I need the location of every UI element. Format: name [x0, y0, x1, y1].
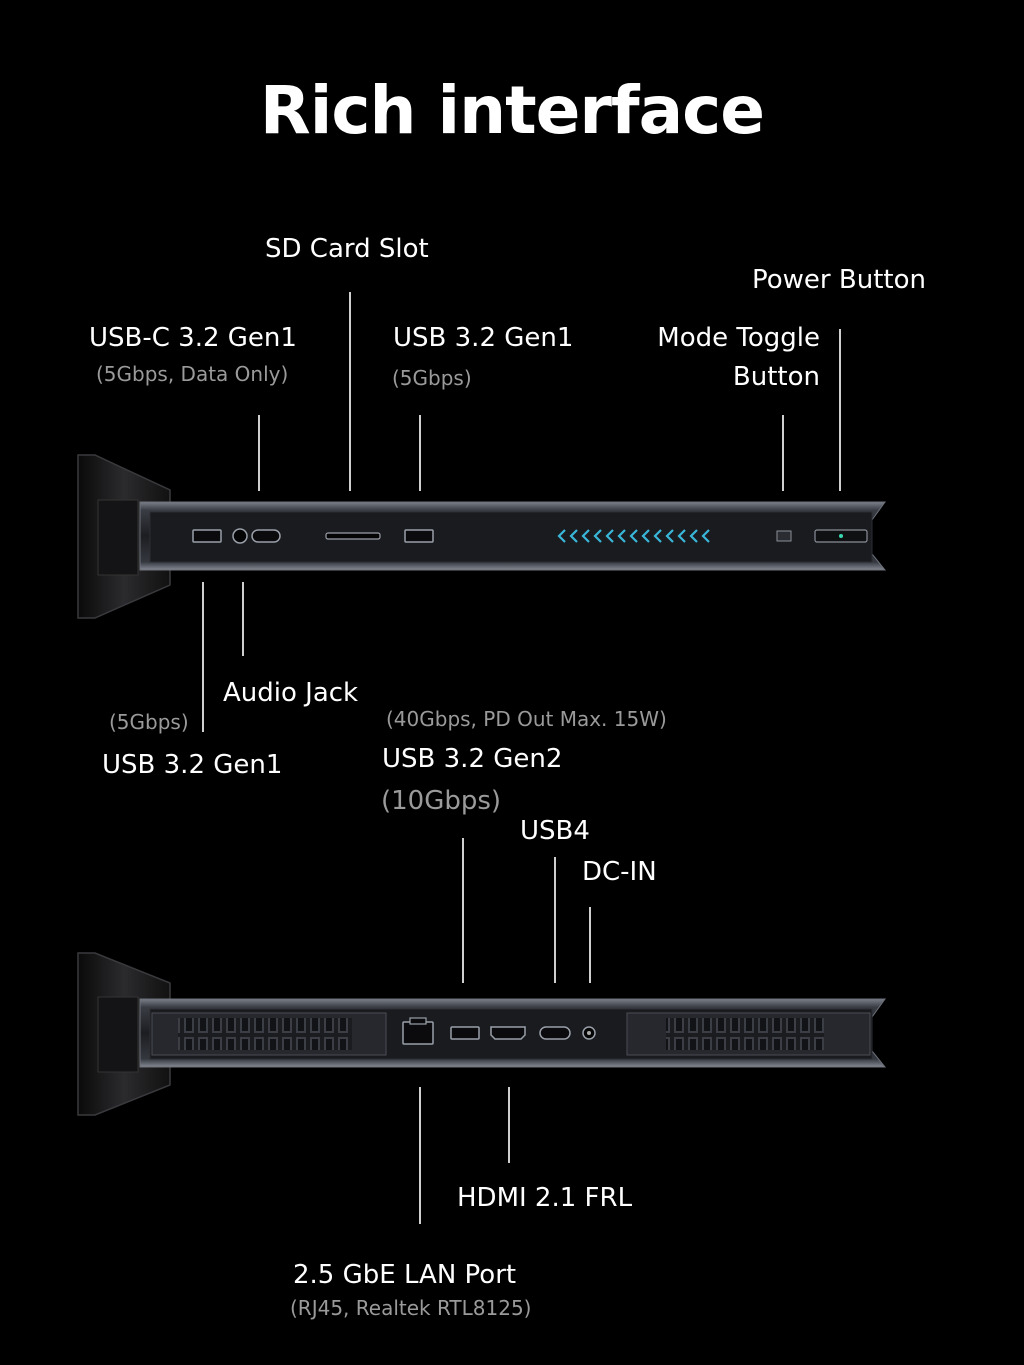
label-dc-in: DC-IN: [582, 857, 657, 887]
label-hdmi: HDMI 2.1 FRL: [457, 1183, 633, 1213]
pointer-usb-left: [202, 582, 204, 732]
label-sd-card-slot: SD Card Slot: [265, 234, 429, 264]
pointer-usb4: [554, 857, 556, 983]
usb-a-port-top: [404, 529, 434, 543]
label-usbc-gen1-spec: (5Gbps, Data Only): [96, 362, 289, 386]
pointer-hdmi: [508, 1087, 510, 1163]
pointer-usbc: [258, 415, 260, 491]
label-usb4-spec: (40Gbps, PD Out Max. 15W): [386, 707, 667, 731]
label-usb-left-spec: (5Gbps): [109, 710, 189, 734]
lan-port: [402, 1021, 434, 1045]
hdmi-port: [490, 1026, 526, 1040]
label-mode-toggle-line2: Button: [732, 362, 820, 392]
sd-card-slot: [325, 532, 381, 540]
audio-jack-port: [232, 528, 248, 544]
label-usb-gen2: USB 3.2 Gen2: [382, 744, 563, 774]
page-title: Rich interface: [259, 72, 765, 149]
mode-toggle-button: [776, 530, 792, 542]
label-usb-left: USB 3.2 Gen1: [102, 750, 283, 780]
label-usb4: USB4: [520, 816, 590, 846]
led-chevrons: [557, 529, 710, 543]
device-bottom-side: [77, 952, 887, 1116]
label-power-button: Power Button: [752, 265, 926, 295]
label-lan-spec: (RJ45, Realtek RTL8125): [290, 1296, 532, 1320]
usb-a-port-gen2: [450, 1026, 480, 1040]
device-top-side: [77, 454, 887, 619]
label-usb-gen1-top: USB 3.2 Gen1: [393, 323, 574, 353]
label-audio-jack: Audio Jack: [223, 678, 359, 708]
pointer-audio-jack: [242, 582, 244, 656]
usb4-port: [539, 1026, 571, 1040]
usb-a-port-left: [192, 529, 222, 543]
label-usbc-gen1: USB-C 3.2 Gen1: [89, 323, 297, 353]
usbc-port-top: [251, 529, 281, 543]
label-usb-gen2-spec: (10Gbps): [381, 786, 502, 816]
pointer-mode-toggle: [782, 415, 784, 491]
pointer-sd-card: [349, 292, 351, 491]
pointer-power: [839, 329, 841, 491]
pointer-usb-gen2: [462, 838, 464, 983]
pointer-lan: [419, 1087, 421, 1224]
label-usb-gen1-top-spec: (5Gbps): [392, 366, 472, 390]
label-mode-toggle-line1: Mode Toggle: [657, 323, 820, 353]
pointer-usb-top: [419, 415, 421, 491]
label-lan: 2.5 GbE LAN Port: [293, 1260, 517, 1290]
pointer-dc-in: [589, 907, 591, 983]
